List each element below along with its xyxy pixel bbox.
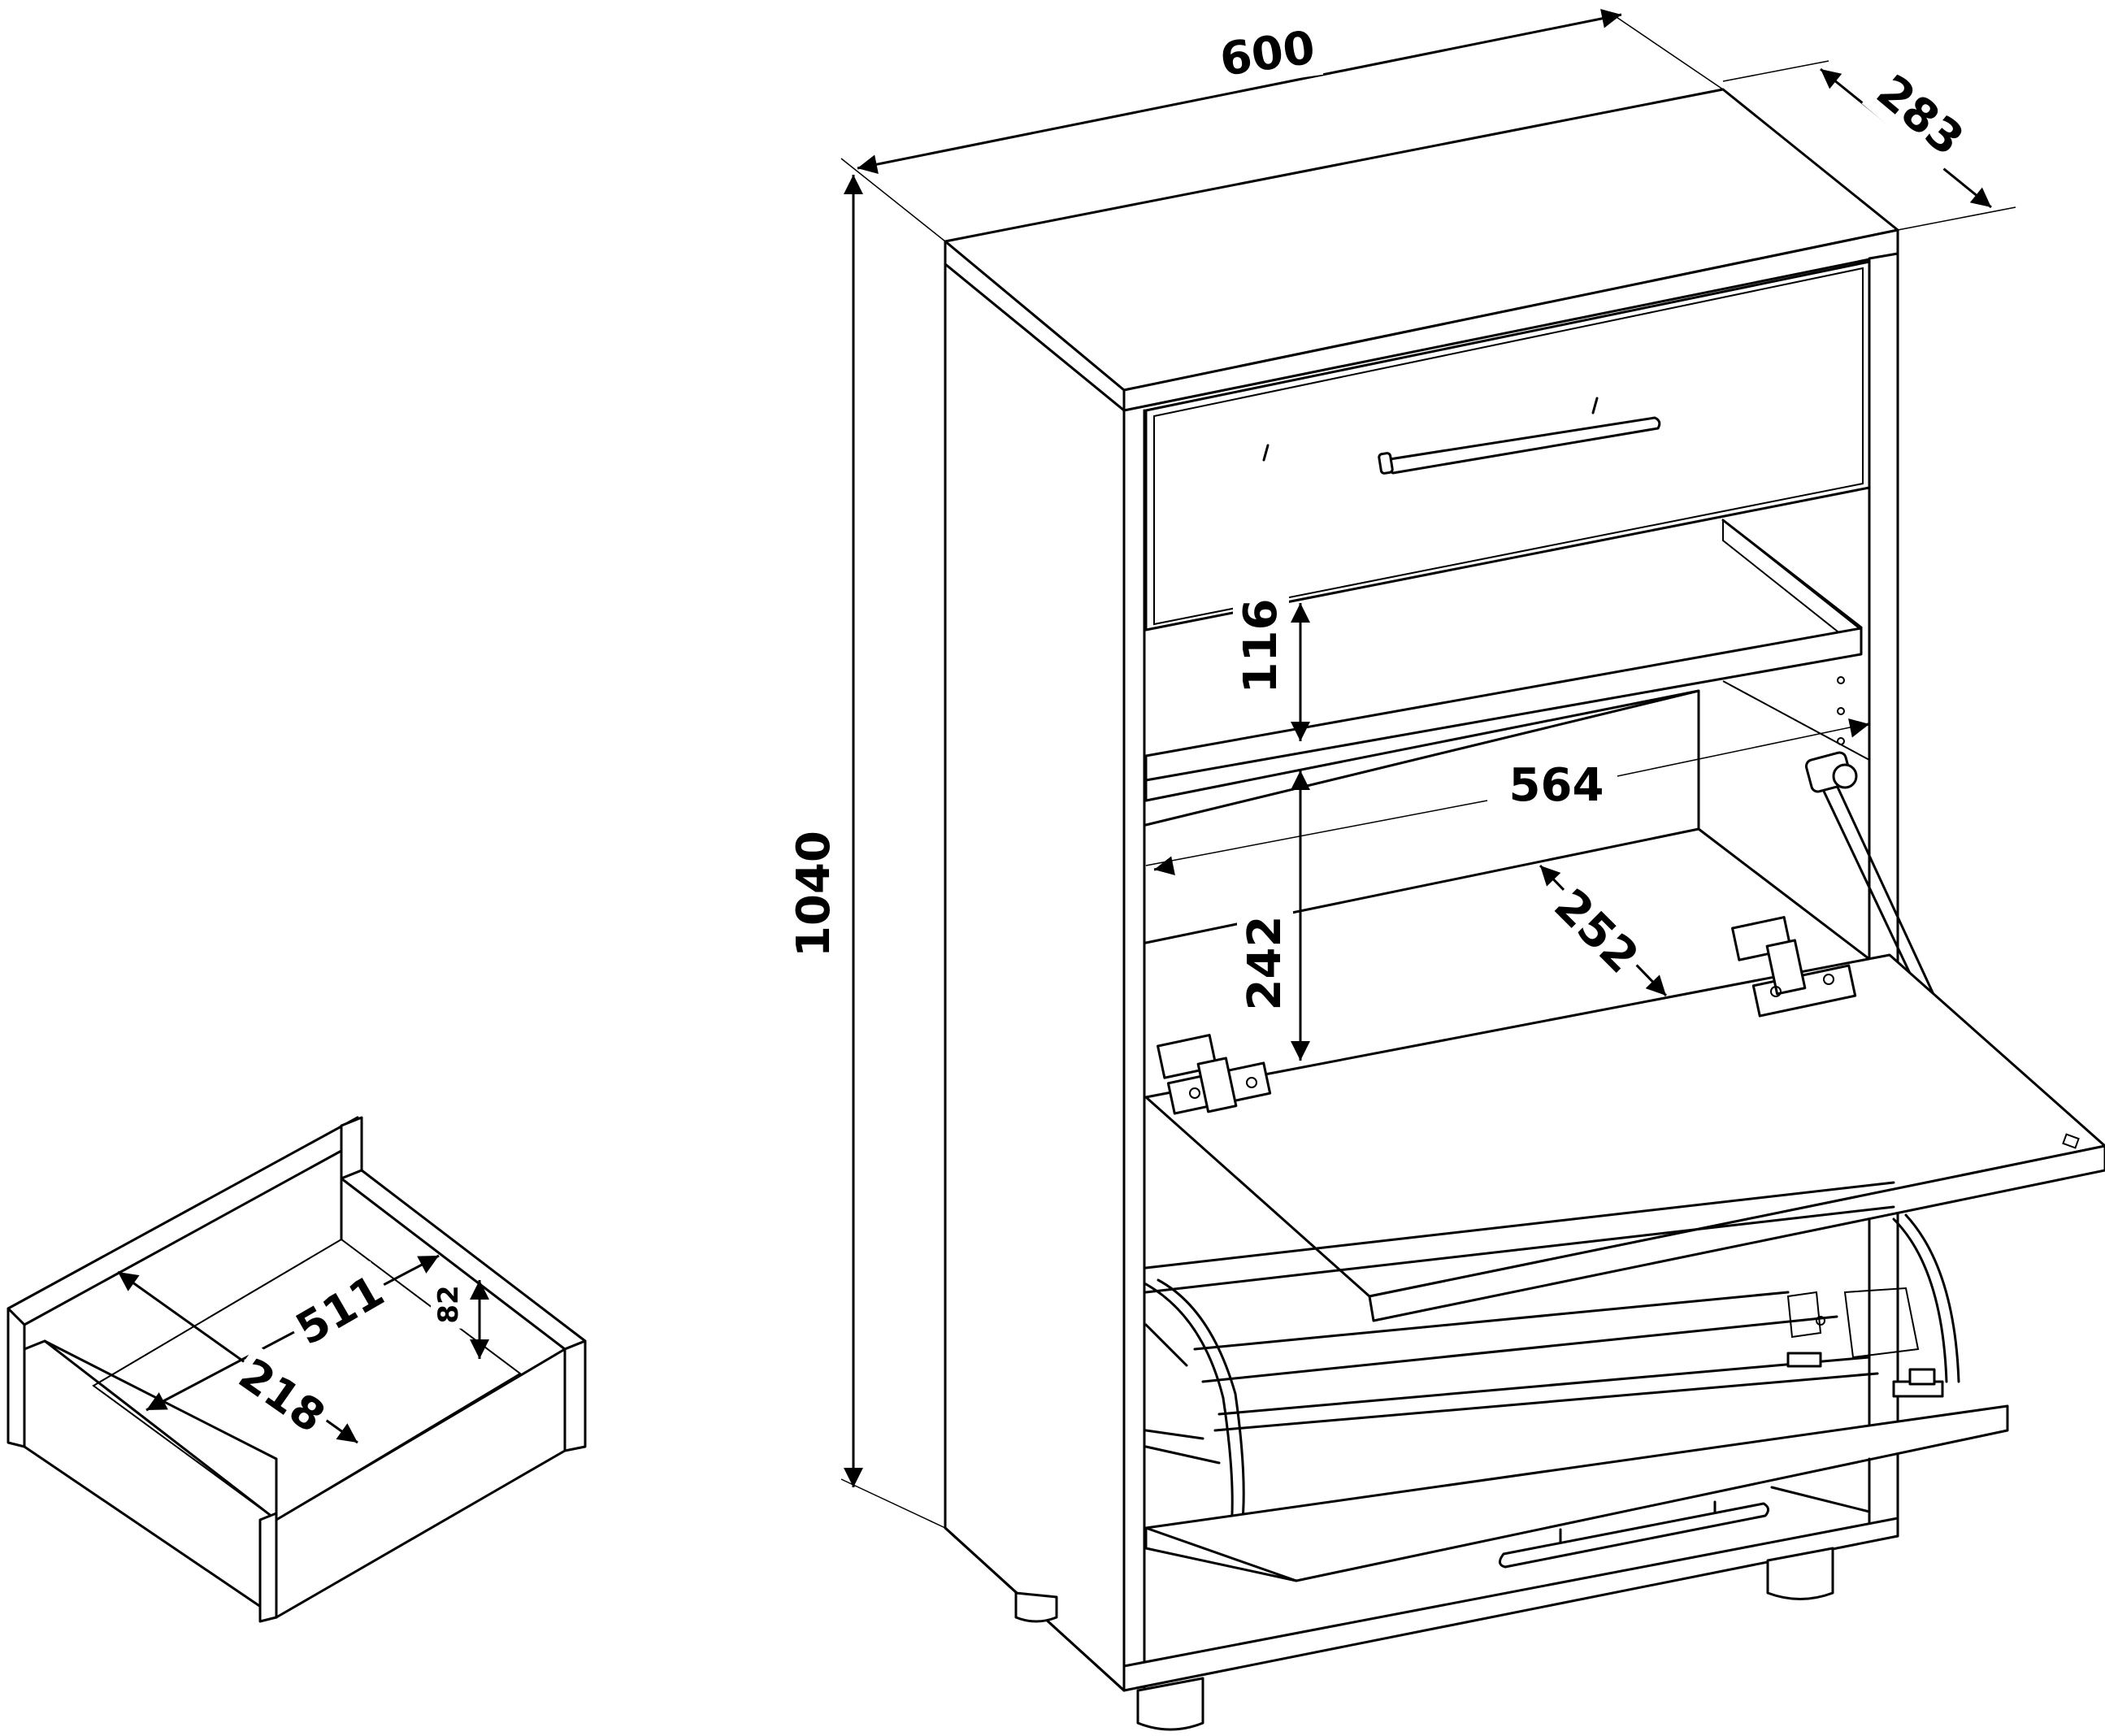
compartment-height-label: 242 — [1239, 916, 1291, 1011]
drawer-detail-front-left — [7, 1307, 26, 1448]
middle-shelf — [1144, 627, 1863, 782]
drawer-dimension-labels: 511 218 82 — [224, 1261, 467, 1447]
label-backdrop — [224, 1343, 340, 1447]
height-label: 1040 — [788, 831, 840, 957]
drawer-detail-front-right — [340, 1116, 363, 1180]
cabinet-dimensions — [840, 8, 2016, 1529]
inner-width-label: 564 — [1509, 759, 1604, 812]
shelf-back-edge — [1722, 518, 1862, 653]
drawer-handle — [1262, 397, 1661, 475]
drawer-detail — [7, 1116, 587, 1623]
label-backdrop — [1237, 910, 1293, 1016]
label-backdrop — [282, 1261, 398, 1360]
label-backdrop — [786, 826, 842, 962]
drawer-detail-back-side — [563, 1339, 587, 1452]
cabinet — [944, 88, 2105, 1731]
shelf-gap-label: 116 — [1235, 599, 1287, 694]
label-backdrop — [1211, 19, 1324, 89]
foot-front-right — [1766, 1547, 1834, 1600]
hinge-right — [1731, 916, 1857, 1018]
foot-back-left — [1014, 1591, 1058, 1623]
label-backdrop — [1233, 593, 1289, 699]
label-backdrop — [1504, 757, 1609, 814]
left-side-panel — [944, 263, 1126, 1692]
drawer-detail-front-top — [7, 1116, 359, 1326]
bottom-plinth — [1122, 1517, 1899, 1692]
width-dimension-line — [857, 8, 1622, 175]
label-backdrop — [1539, 875, 1653, 989]
foot-front-left — [1136, 1677, 1204, 1731]
upper-flap-edge — [1368, 1144, 2105, 1322]
compartment-back — [1144, 689, 1871, 961]
lower-flap-handle — [1499, 1500, 1769, 1569]
cabinet-dimension-labels: 600 283 1040 116 564 242 252 — [786, 19, 1978, 1016]
drawer-front-inner — [1153, 267, 1864, 626]
upper-flap-inner — [1144, 953, 2105, 1298]
label-backdrop — [1861, 60, 1978, 171]
drawer-detail-end-cap — [258, 1512, 278, 1623]
lower-flap — [1144, 1404, 2009, 1582]
drawer-height-label: 82 — [432, 1285, 465, 1323]
drawer-depth-dimension-line — [145, 1254, 440, 1412]
hinge-left — [1157, 1034, 1272, 1115]
label-backdrop — [431, 1280, 467, 1329]
width-label: 600 — [1217, 21, 1318, 87]
